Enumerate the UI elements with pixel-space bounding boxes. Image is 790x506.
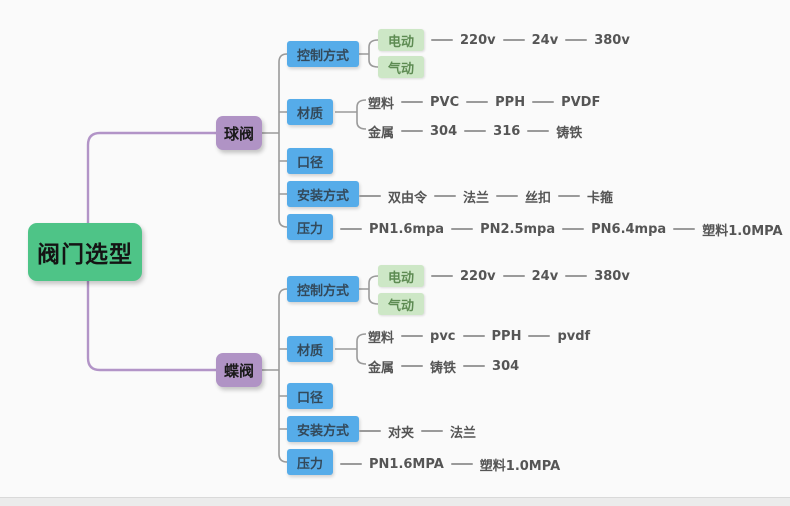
connector-dash	[431, 275, 454, 277]
leaf-row-ball-pneumatic: 气动	[378, 56, 425, 78]
connector-dash	[450, 463, 473, 465]
leaf-row-ball-plastic: 塑料 PVC PPH PVDF	[368, 91, 600, 113]
leaf-node-butterfly-voltage-24v[interactable]: 24v	[531, 268, 559, 284]
connector-dash	[466, 101, 489, 103]
leaf-node-ball-pn25[interactable]: PN2.5mpa	[480, 221, 556, 237]
connector-dash	[421, 430, 444, 432]
leaf-node-ball-pvc[interactable]: PVC	[430, 94, 460, 110]
leaf-node-ball-pn16[interactable]: PN1.6mpa	[369, 221, 445, 237]
connector-dash	[496, 195, 519, 197]
leaf-node-ball-plastic[interactable]: 塑料	[368, 96, 395, 112]
leaf-row-ball-metal: 金属 304 316 铸铁	[368, 120, 582, 142]
connector-dash	[558, 195, 581, 197]
branch-node-ball-valve[interactable]: 球阀	[216, 116, 262, 150]
leaf-node-ball-cast-iron[interactable]: 铸铁	[556, 125, 583, 141]
connector-dash	[431, 39, 454, 41]
connector-dash	[532, 101, 555, 103]
leaf-node-ball-metal[interactable]: 金属	[368, 125, 395, 141]
leaf-node-butterfly-electric[interactable]: 电动	[378, 265, 425, 287]
leaf-node-ball-union[interactable]: 双由令	[388, 190, 428, 206]
connector-ball-control-fork	[357, 39, 379, 68]
connector-dash	[401, 130, 424, 132]
category-node-butterfly-diameter[interactable]: 口径	[287, 383, 334, 409]
connector-dash	[434, 195, 457, 197]
category-node-ball-install[interactable]: 安装方式	[287, 181, 360, 207]
connector-butterfly-material-fork	[335, 333, 367, 365]
connector-dash	[464, 130, 487, 132]
category-node-ball-material[interactable]: 材质	[287, 99, 334, 125]
leaf-node-butterfly-cast-iron[interactable]: 铸铁	[430, 360, 457, 376]
connector-butterfly-control-fork	[357, 275, 379, 305]
root-node[interactable]: 阀门选型	[28, 223, 142, 281]
leaf-node-ball-pph[interactable]: PPH	[495, 94, 526, 110]
connector-dash	[340, 228, 362, 230]
connector-dash	[528, 335, 551, 337]
leaf-row-butterfly-install: 对夹 法兰	[359, 420, 476, 442]
leaf-node-ball-plastic-pressure[interactable]: 塑料1.0MPA	[702, 223, 783, 239]
leaf-node-ball-flange[interactable]: 法兰	[463, 190, 490, 206]
branch-node-butterfly-valve[interactable]: 蝶阀	[216, 353, 262, 387]
leaf-node-butterfly-plastic[interactable]: 塑料	[368, 330, 395, 346]
connector-dash	[451, 228, 474, 230]
leaf-node-butterfly-metal[interactable]: 金属	[368, 360, 395, 376]
leaf-node-butterfly-wafer[interactable]: 对夹	[388, 425, 415, 441]
leaf-node-butterfly-pph[interactable]: PPH	[491, 328, 522, 344]
leaf-node-ball-pn64[interactable]: PN6.4mpa	[591, 221, 667, 237]
leaf-node-ball-electric[interactable]: 电动	[378, 29, 425, 51]
leaf-node-butterfly-pvdf[interactable]: pvdf	[557, 328, 591, 344]
leaf-node-butterfly-voltage-380v[interactable]: 380v	[594, 268, 630, 284]
connector-dash	[463, 365, 486, 367]
leaf-node-ball-316[interactable]: 316	[493, 123, 521, 139]
leaf-node-butterfly-304[interactable]: 304	[492, 358, 520, 374]
connector-dash	[401, 101, 424, 103]
leaf-node-butterfly-pn16[interactable]: PN1.6MPA	[369, 456, 444, 472]
leaf-row-butterfly-plastic: 塑料 pvc PPH pvdf	[368, 325, 590, 347]
leaf-row-butterfly-metal: 金属 铸铁 304	[368, 355, 519, 377]
connector-dash	[340, 463, 362, 465]
category-node-butterfly-control[interactable]: 控制方式	[287, 276, 360, 302]
leaf-node-butterfly-pneumatic[interactable]: 气动	[378, 293, 425, 315]
connector-dash	[565, 275, 588, 277]
connector-ball-material-fork	[335, 99, 367, 130]
connector-dash	[502, 275, 525, 277]
leaf-node-butterfly-pvc[interactable]: pvc	[430, 328, 456, 344]
leaf-node-ball-thread[interactable]: 丝扣	[525, 190, 552, 206]
connector-dash	[359, 195, 381, 197]
leaf-node-ball-304[interactable]: 304	[430, 123, 458, 139]
leaf-node-butterfly-plastic-pressure[interactable]: 塑料1.0MPA	[479, 458, 561, 474]
leaf-node-ball-pneumatic[interactable]: 气动	[378, 56, 425, 78]
leaf-row-ball-pressure: PN1.6mpa PN2.5mpa PN6.4mpa 塑料1.0MPA	[340, 218, 783, 240]
connector-dash	[401, 365, 424, 367]
connector-dash	[565, 39, 588, 41]
connector-dash	[359, 430, 381, 432]
connector-dash	[401, 335, 424, 337]
category-node-ball-diameter[interactable]: 口径	[287, 148, 334, 174]
category-node-butterfly-install[interactable]: 安装方式	[287, 416, 360, 442]
leaf-node-ball-clamp[interactable]: 卡箍	[587, 190, 614, 206]
leaf-node-ball-voltage-24v[interactable]: 24v	[531, 32, 559, 48]
connector-dash	[462, 335, 485, 337]
connector-butterfly-spine	[262, 288, 288, 463]
leaf-node-ball-voltage-380v[interactable]: 380v	[594, 32, 630, 48]
connector-dash	[502, 39, 525, 41]
leaf-row-ball-install: 双由令 法兰 丝扣 卡箍	[359, 185, 613, 207]
connector-ball-spine	[262, 53, 288, 228]
leaf-node-ball-pvdf[interactable]: PVDF	[561, 94, 601, 110]
leaf-row-ball-voltages: 电动 220v 24v 380v	[378, 29, 630, 51]
leaf-row-butterfly-voltages: 电动 220v 24v 380v	[378, 265, 630, 287]
connector-dash	[673, 228, 696, 230]
leaf-node-butterfly-flange[interactable]: 法兰	[450, 425, 477, 441]
category-node-butterfly-pressure[interactable]: 压力	[287, 449, 334, 475]
leaf-row-butterfly-pressure: PN1.6MPA 塑料1.0MPA	[340, 453, 560, 475]
category-node-ball-pressure[interactable]: 压力	[287, 214, 334, 240]
category-node-butterfly-material[interactable]: 材质	[287, 336, 334, 362]
category-node-ball-control[interactable]: 控制方式	[287, 41, 360, 67]
canvas-bottom-edge	[0, 497, 790, 506]
connector-dash	[562, 228, 585, 230]
leaf-node-butterfly-voltage-220v[interactable]: 220v	[460, 268, 496, 284]
leaf-node-ball-voltage-220v[interactable]: 220v	[460, 32, 496, 48]
connector-dash	[527, 130, 550, 132]
leaf-row-butterfly-pneumatic: 气动	[378, 293, 425, 315]
